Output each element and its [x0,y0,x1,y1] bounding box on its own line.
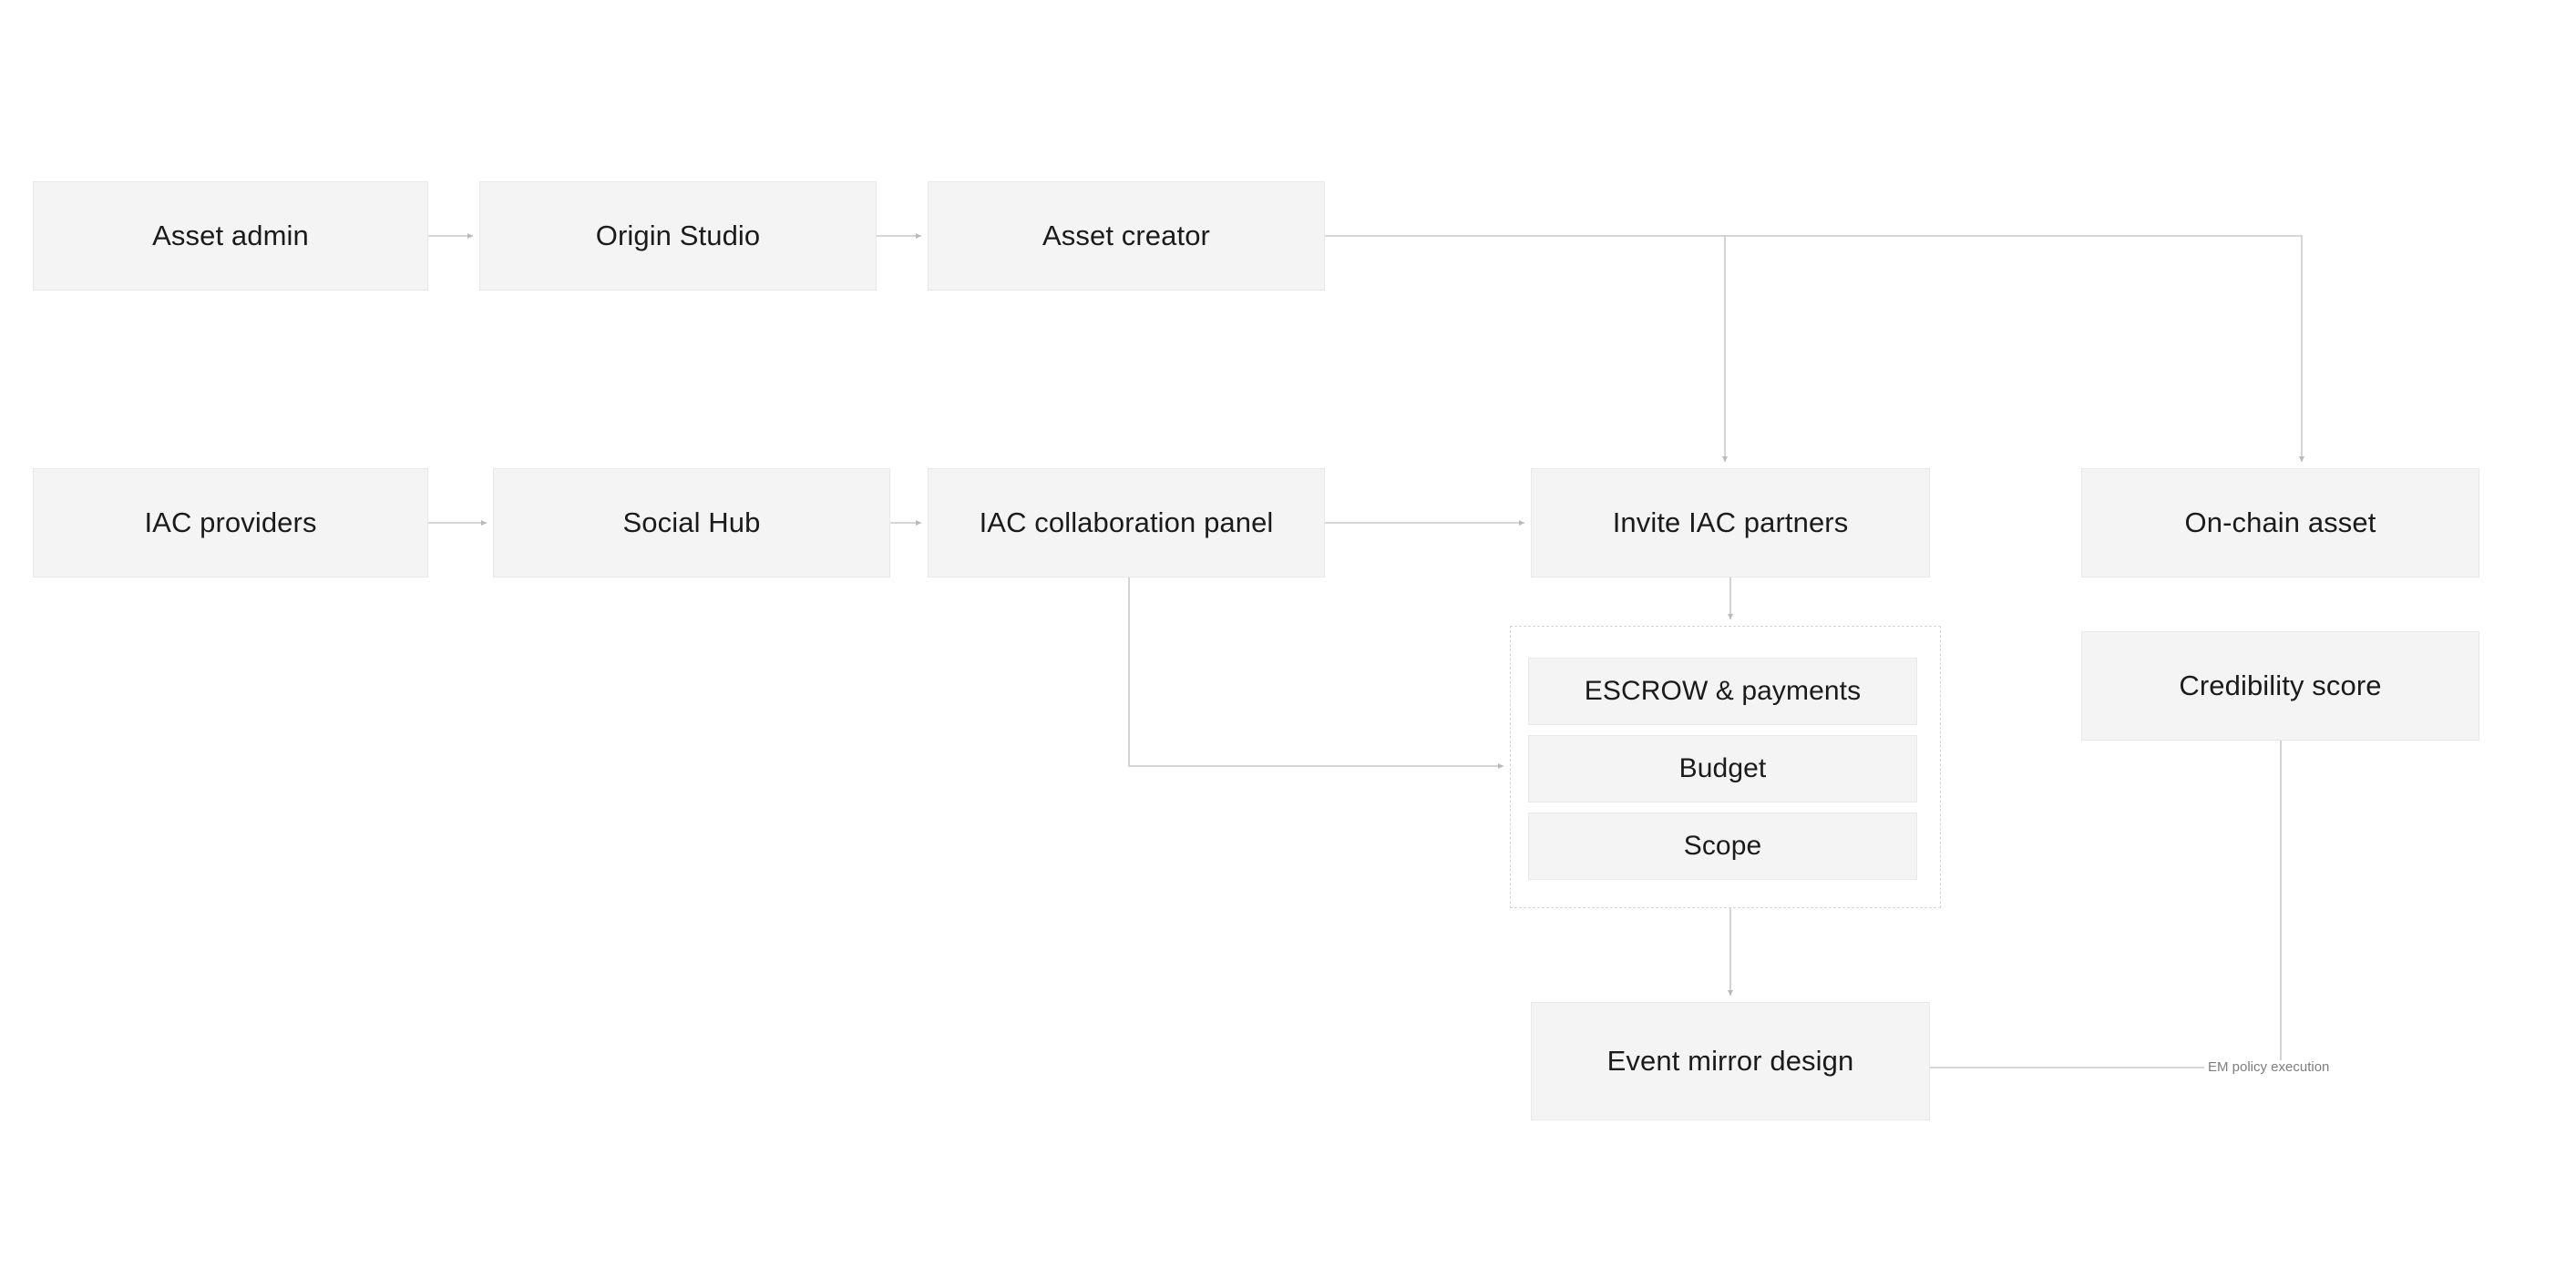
node-scope[interactable]: Scope [1528,813,1917,880]
node-iac-providers[interactable]: IAC providers [33,468,428,578]
node-origin-studio[interactable]: Origin Studio [479,181,877,291]
node-asset-creator[interactable]: Asset creator [928,181,1325,291]
node-label: Invite IAC partners [1612,506,1849,539]
node-credibility-score[interactable]: Credibility score [2081,631,2479,741]
node-label: Scope [1683,831,1762,861]
node-label: On-chain asset [2184,506,2376,539]
node-label: Social Hub [622,506,761,539]
node-social-hub[interactable]: Social Hub [493,468,890,578]
node-asset-admin[interactable]: Asset admin [33,181,428,291]
node-label: ESCROW & payments [1584,676,1862,706]
edge-iac-collaboration-panel-to-terms-group [1128,578,1504,769]
node-label: Asset creator [1042,220,1210,252]
node-label: Event mirror design [1606,1045,1854,1078]
node-label: Asset admin [152,220,309,252]
edge-label-em-policy-execution: EM policy execution [2205,1060,2333,1074]
node-budget[interactable]: Budget [1528,735,1917,802]
node-label: Budget [1678,753,1767,783]
node-on-chain-asset[interactable]: On-chain asset [2081,468,2479,578]
node-event-mirror-design[interactable]: Event mirror design [1531,1002,1930,1120]
edge-asset-creator-to-on-chain-asset [1725,235,2304,462]
node-label: Origin Studio [595,220,761,252]
edge-asset-creator-to-invite-iac-partners [1325,235,1728,462]
node-invite-iac-partners[interactable]: Invite IAC partners [1531,468,1930,578]
collaboration-terms-group [1510,626,1941,908]
node-iac-collaboration-panel[interactable]: IAC collaboration panel [928,468,1325,578]
node-escrow-payments[interactable]: ESCROW & payments [1528,658,1917,725]
node-label: IAC providers [144,506,317,539]
node-label: IAC collaboration panel [979,506,1274,539]
node-label: Credibility score [2179,670,2382,702]
